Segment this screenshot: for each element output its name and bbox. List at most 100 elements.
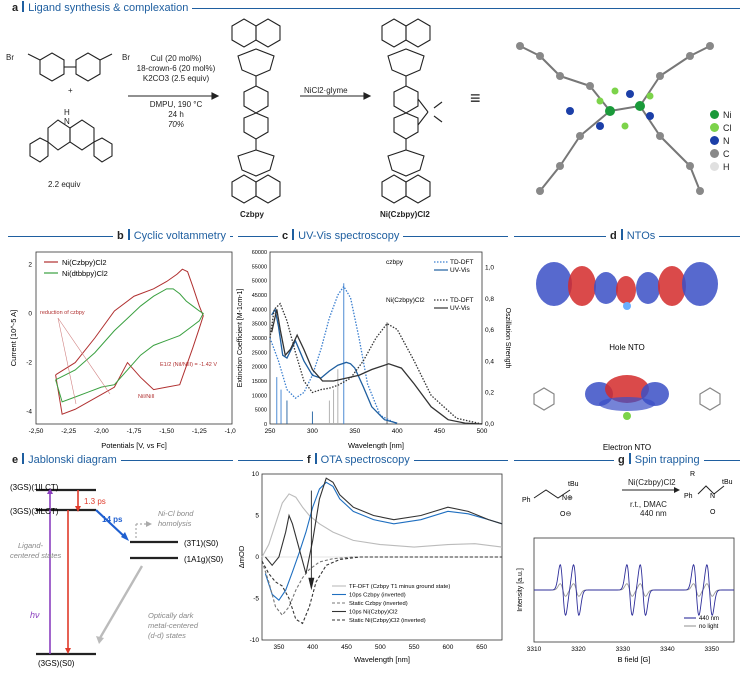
ota-series-line	[261, 493, 503, 558]
x-tick-label: 400	[392, 428, 403, 435]
atom-dot	[710, 136, 719, 145]
ph-label-2: Ph	[684, 493, 693, 500]
tbu-label: tBu	[568, 481, 579, 488]
yield: 70%	[167, 120, 184, 129]
annotation-e12: E1/2 (NiI/NiII) = -1.42 V	[160, 362, 217, 368]
x-tick-label: 500	[477, 428, 488, 435]
ota-series-line	[264, 481, 503, 601]
nitrone-structure	[533, 489, 571, 499]
panel-e-title: Jablonski diagram	[28, 454, 117, 466]
x-tick-label: 300	[307, 428, 318, 435]
time-1-3ps: 1.3 ps	[84, 497, 106, 506]
plot-frame	[35, 251, 233, 425]
spin-cond-2: 440 nm	[640, 509, 667, 518]
atom-legend-item: Ni	[710, 108, 732, 121]
legend-label: no light	[699, 624, 719, 630]
dark-line1: Optically dark	[148, 611, 195, 620]
annotation-reduction: reduction of czbpy	[40, 310, 85, 316]
panel-f-letter: f	[307, 454, 311, 466]
y-tick-label: 10	[252, 471, 260, 478]
x-tick-label: 400	[307, 644, 318, 651]
legend-label: TD-DFT	[450, 297, 473, 304]
panel-a-title: Ligand synthesis & complexation	[28, 2, 189, 14]
legend-label: 10ps Ni(Czbpy)Cl2	[349, 610, 398, 616]
y-tick-label: 30000	[252, 336, 267, 342]
y2-tick-label: 1,0	[485, 265, 494, 272]
reagent-1: CuI (20 mol%)	[150, 54, 202, 63]
atom-label: Cl	[723, 122, 732, 133]
y-tick-label: -5	[253, 596, 259, 603]
nicl-line2: homolysis	[158, 519, 192, 528]
level-gs: (3GS)(S0)	[38, 659, 75, 668]
o-label: O	[710, 509, 716, 516]
level-1a1g: (1A1g)(S0)	[184, 555, 223, 564]
y-tick-label: 20000	[252, 365, 267, 371]
n-label: N	[710, 493, 715, 500]
x-tick-label: 3330	[616, 646, 631, 653]
dark-line3: (d-d) states	[148, 631, 186, 640]
x-tick-label: 3320	[571, 646, 586, 653]
atom-dot	[710, 110, 719, 119]
y-tick-label: 35000	[252, 322, 267, 328]
synthesis-scheme: ≡	[27, 18, 714, 204]
panel-c-title: UV-Vis spectroscopy	[298, 230, 400, 242]
y-tick-label: -10	[250, 637, 260, 644]
reagent-3: K2CO3 (2.5 equiv)	[142, 74, 210, 83]
y2-tick-label: 0,8	[485, 296, 494, 303]
x-tick-label: -2,50	[29, 428, 44, 435]
level-1ilct: (3GS)(1ILCT)	[10, 483, 59, 492]
x-tick-label: -2,25	[61, 428, 76, 435]
spin-catalyst: Ni(Czbpy)Cl2	[628, 478, 676, 487]
ph-label: Ph	[522, 497, 531, 504]
atom-legend-item: C	[710, 147, 732, 160]
x-tick-label: 3340	[660, 646, 675, 653]
y-tick-label: 25000	[252, 350, 267, 356]
x-tick-label: 3310	[527, 646, 542, 653]
reagent-2: 18-crown-6 (20 mol%)	[136, 64, 216, 73]
y2-tick-label: 0,4	[485, 358, 494, 365]
legend-label: 10ps Czbpy (inverted)	[349, 593, 406, 599]
y-axis-label: Intensity [a.u.]	[517, 568, 524, 612]
legend-label: Ni(Czbpy)Cl2	[62, 258, 107, 267]
y-tick-label: 60000	[252, 250, 267, 256]
plot-frame	[269, 251, 483, 425]
legend-label: UV-Vis	[450, 305, 470, 312]
panel-g-title: Spin trapping	[634, 454, 700, 466]
nto-images: Hole NTO Electron NTO	[533, 262, 721, 452]
y-tick-label: 55000	[252, 264, 267, 270]
condition-1: DMPU, 190 °C	[149, 100, 203, 109]
br-left: Br	[6, 53, 14, 62]
atom-label: N	[723, 135, 730, 146]
y-tick-label: -2	[26, 360, 32, 367]
atom-dot	[710, 123, 719, 132]
uvvis-series-line	[269, 285, 398, 425]
y-axis-label: Current [10^-5 A]	[9, 310, 18, 366]
cv-chart: -2,50-2,25-2,00-1,75-1,50-1,25-1,00-4-20…	[9, 251, 236, 450]
x-axis-label: B field [G]	[618, 655, 651, 664]
equals-sign: ≡	[470, 88, 481, 108]
y2-tick-label: 0,0	[485, 421, 494, 428]
nicl-line1: Ni-Cl bond	[158, 509, 194, 518]
x-tick-label: 350	[273, 644, 284, 651]
y-tick-label: 10000	[252, 393, 267, 399]
legend-label: Ni(dtbbpy)Cl2	[62, 269, 108, 278]
level-3ilct: (3GS)(3ILCT)	[10, 507, 59, 516]
dark-line2: metal-centered	[148, 621, 199, 630]
y2-tick-label: 0,2	[485, 390, 494, 397]
x-tick-label: 450	[434, 428, 445, 435]
x-tick-label: 3350	[705, 646, 720, 653]
spin-cond-1: r.t., DMAC	[630, 500, 667, 509]
o-minus-label: O⊖	[560, 511, 571, 518]
annotation-nini: NiI/NiII	[138, 394, 155, 400]
y-tick-label: 0	[264, 422, 267, 428]
x-tick-label: 250	[265, 428, 276, 435]
x-tick-label: -1,50	[159, 428, 174, 435]
